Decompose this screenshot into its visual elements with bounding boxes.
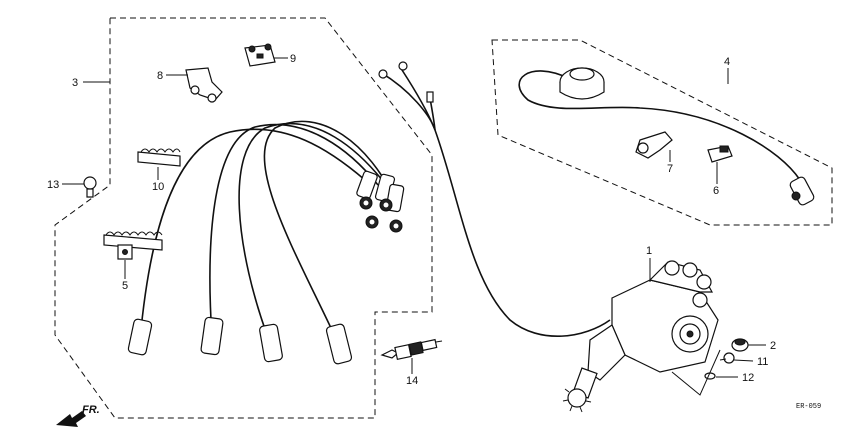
wire-clamp [185, 67, 223, 103]
callout-9: 9 [290, 53, 296, 65]
callout-8: 8 [157, 70, 163, 82]
bolt [83, 176, 97, 198]
wire-clip [635, 131, 673, 159]
callout-2: 2 [770, 340, 776, 352]
front-direction-arrow: FR. [56, 404, 100, 427]
plug-boot-1 [127, 318, 153, 356]
coil-wire [518, 67, 815, 206]
wire-holder-comb [137, 148, 181, 167]
wire-holder-bracket [103, 231, 163, 260]
callout-14: 14 [406, 375, 418, 387]
callout-4: 4 [724, 56, 730, 68]
ignition-wire-set [127, 120, 405, 365]
callout-5: 5 [122, 280, 128, 292]
plug-boot-4 [325, 323, 353, 365]
wire-set-group-boundary [54, 17, 433, 419]
spark-plug [380, 338, 443, 361]
plug-boot-2 [200, 316, 224, 356]
callout-13: 13 [47, 179, 59, 191]
plug-boot-3 [259, 323, 283, 363]
distributor-harness [378, 61, 611, 338]
distributor-assembly [562, 260, 719, 413]
callout-12: 12 [742, 372, 754, 384]
callout-11: 11 [757, 356, 768, 368]
callout-3: 3 [72, 77, 78, 89]
callout-7: 7 [667, 163, 673, 175]
wire-holder-small [244, 43, 276, 67]
screw [719, 352, 735, 364]
callout-6: 6 [713, 185, 719, 197]
wire-end-clip [707, 145, 733, 163]
callout-1: 1 [646, 245, 652, 257]
washer [704, 372, 716, 380]
distributor-end-boots [356, 170, 405, 233]
callout-10: 10 [152, 181, 164, 193]
diagram-code: ER-059 [796, 403, 821, 411]
hole-cap [731, 338, 749, 352]
direction-label: FR. [82, 404, 100, 416]
